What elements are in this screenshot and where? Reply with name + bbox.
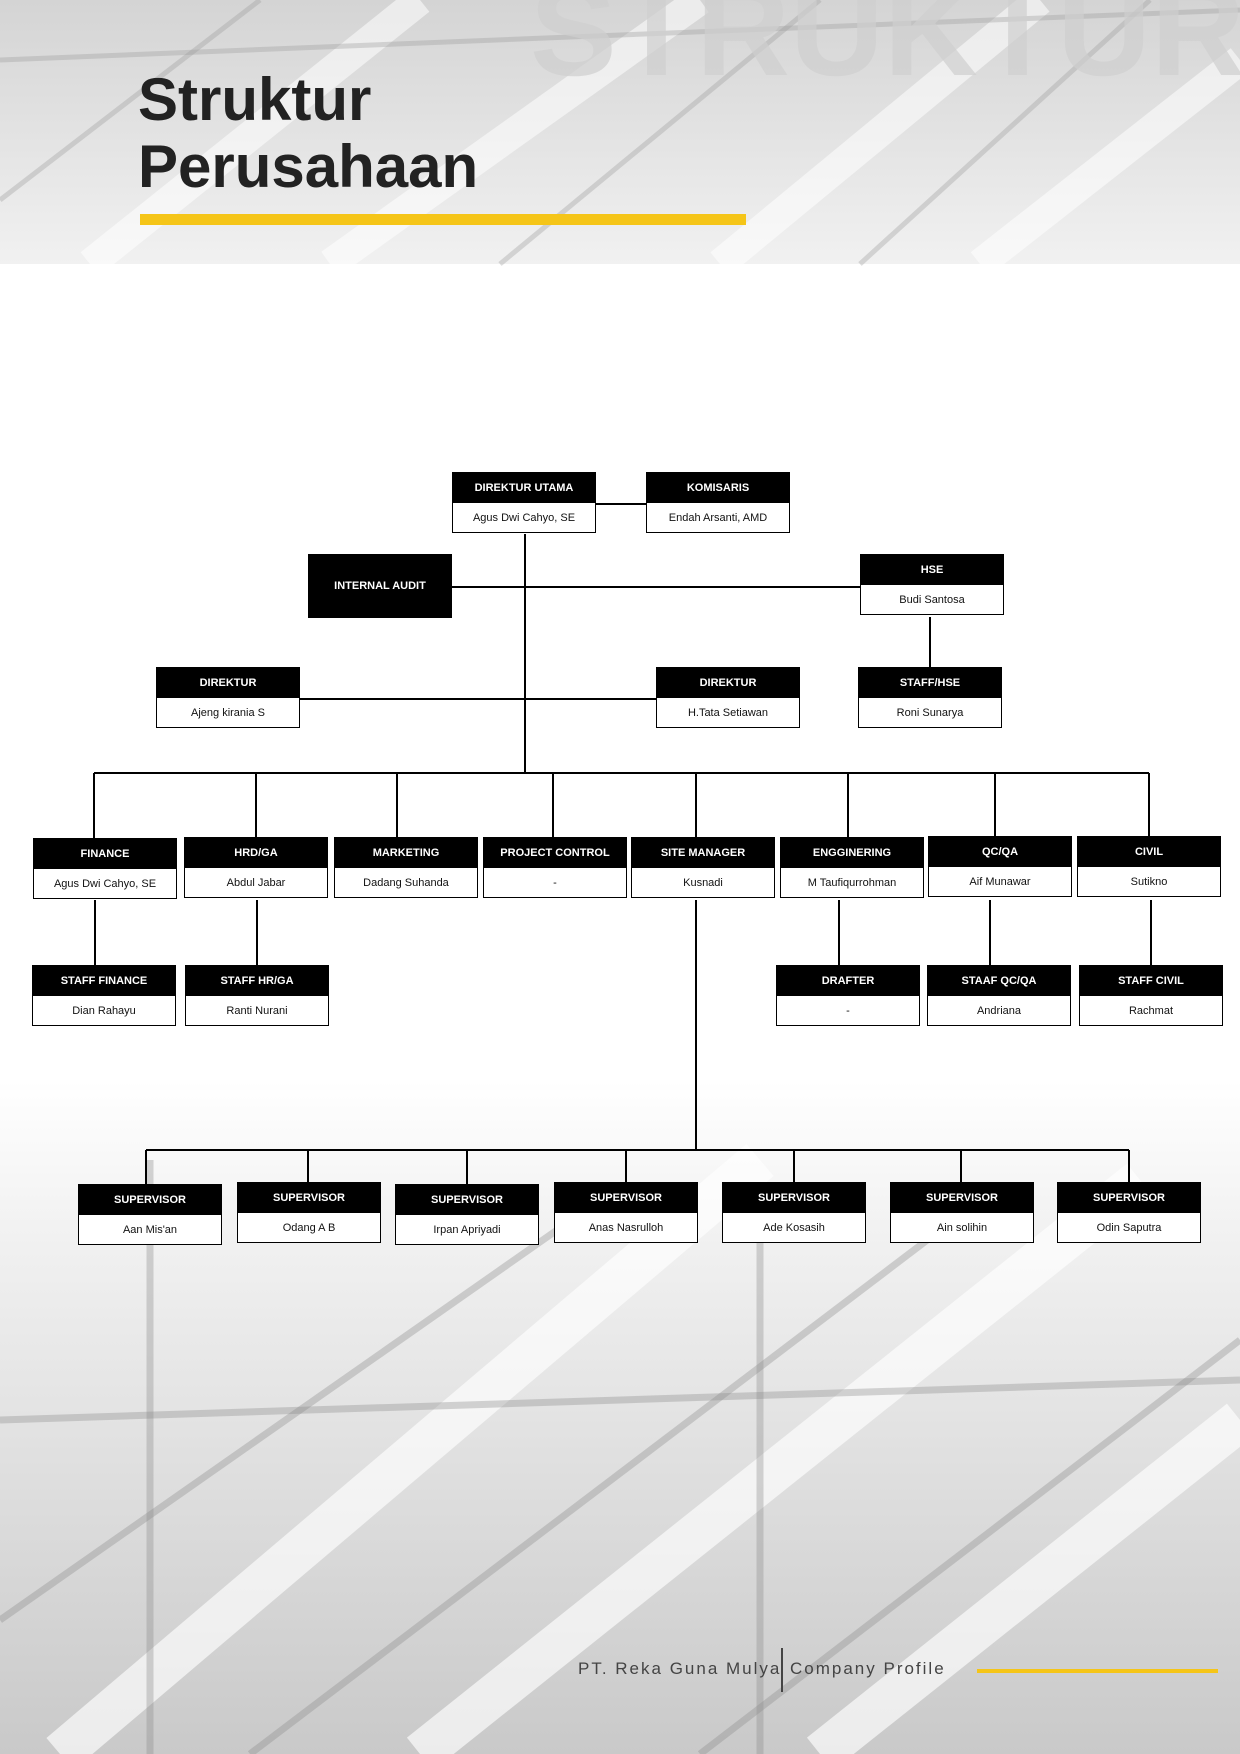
person-name: Ajeng kirania S — [156, 698, 300, 728]
org-box-supervisor-4: SUPERVISOR Anas Nasrulloh — [554, 1182, 698, 1243]
page-title-line-2: Perusahaan — [138, 133, 479, 200]
role-label: SITE MANAGER — [631, 837, 775, 868]
role-label: DRAFTER — [776, 965, 920, 996]
role-label: DIREKTUR — [156, 667, 300, 698]
role-label: HRD/GA — [184, 837, 328, 868]
org-box-staff-finance: STAFF FINANCE Dian Rahayu — [32, 965, 176, 1026]
org-box-qc-qa: QC/QA Aif Munawar — [928, 836, 1072, 897]
person-name: Odin Saputra — [1057, 1213, 1201, 1243]
org-box-hse: HSE Budi Santosa — [860, 554, 1004, 615]
role-label: SUPERVISOR — [1057, 1182, 1201, 1213]
person-name: Ade Kosasih — [722, 1213, 866, 1243]
role-label: STAAF QC/QA — [927, 965, 1071, 996]
role-label: DIREKTUR UTAMA — [452, 472, 596, 503]
role-label: CIVIL — [1077, 836, 1221, 867]
org-box-staaf-qc-qa: STAAF QC/QA Andriana — [927, 965, 1071, 1026]
person-name: Endah Arsanti, AMD — [646, 503, 790, 533]
person-name: M Taufiqurrohman — [780, 868, 924, 898]
person-name: H.Tata Setiawan — [656, 698, 800, 728]
role-label: SUPERVISOR — [554, 1182, 698, 1213]
org-box-komisaris: KOMISARIS Endah Arsanti, AMD — [646, 472, 790, 533]
person-name: Ain solihin — [890, 1213, 1034, 1243]
org-box-finance: FINANCE Agus Dwi Cahyo, SE — [33, 838, 177, 899]
person-name: Budi Santosa — [860, 585, 1004, 615]
role-label: ENGGINERING — [780, 837, 924, 868]
org-box-direktur-utama: DIREKTUR UTAMA Agus Dwi Cahyo, SE — [452, 472, 596, 533]
role-label: PROJECT CONTROL — [483, 837, 627, 868]
watermark-text: STRUKTUR — [530, 0, 1240, 103]
org-box-enggineering: ENGGINERING M Taufiqurrohman — [780, 837, 924, 898]
person-name: Odang A B — [237, 1213, 381, 1243]
org-box-civil: CIVIL Sutikno — [1077, 836, 1221, 897]
role-label: KOMISARIS — [646, 472, 790, 503]
person-name: Abdul Jabar — [184, 868, 328, 898]
footer-divider — [781, 1648, 783, 1692]
org-box-direktur-2: DIREKTUR H.Tata Setiawan — [656, 667, 800, 728]
person-name: Kusnadi — [631, 868, 775, 898]
person-name: Sutikno — [1077, 867, 1221, 897]
role-label: STAFF/HSE — [858, 667, 1002, 698]
org-box-supervisor-5: SUPERVISOR Ade Kosasih — [722, 1182, 866, 1243]
org-box-supervisor-1: SUPERVISOR Aan Mis'an — [78, 1184, 222, 1245]
role-label: INTERNAL AUDIT — [308, 554, 452, 618]
role-label: HSE — [860, 554, 1004, 585]
person-name: Dadang Suhanda — [334, 868, 478, 898]
footer-accent-line — [977, 1669, 1218, 1673]
org-box-site-manager: SITE MANAGER Kusnadi — [631, 837, 775, 898]
person-name: Agus Dwi Cahyo, SE — [452, 503, 596, 533]
person-name: Agus Dwi Cahyo, SE — [33, 869, 177, 899]
role-label: SUPERVISOR — [722, 1182, 866, 1213]
role-label: SUPERVISOR — [237, 1182, 381, 1213]
person-name: Rachmat — [1079, 996, 1223, 1026]
role-label: SUPERVISOR — [890, 1182, 1034, 1213]
person-name: Aif Munawar — [928, 867, 1072, 897]
role-label: STAFF HR/GA — [185, 965, 329, 996]
page-title-line-1: Struktur — [138, 66, 372, 133]
org-box-supervisor-3: SUPERVISOR Irpan Apriyadi — [395, 1184, 539, 1245]
person-name: Anas Nasrulloh — [554, 1213, 698, 1243]
org-box-internal-audit: INTERNAL AUDIT — [308, 554, 452, 618]
org-box-project-control: PROJECT CONTROL - — [483, 837, 627, 898]
person-name: - — [483, 868, 627, 898]
role-label: QC/QA — [928, 836, 1072, 867]
person-name: Andriana — [927, 996, 1071, 1026]
org-box-hrd-ga: HRD/GA Abdul Jabar — [184, 837, 328, 898]
footer-company-name: PT. Reka Guna Mulya — [578, 1659, 782, 1678]
role-label: DIREKTUR — [656, 667, 800, 698]
org-box-staff-hse: STAFF/HSE Roni Sunarya — [858, 667, 1002, 728]
org-box-direktur-1: DIREKTUR Ajeng kirania S — [156, 667, 300, 728]
person-name: Roni Sunarya — [858, 698, 1002, 728]
org-box-drafter: DRAFTER - — [776, 965, 920, 1026]
org-box-marketing: MARKETING Dadang Suhanda — [334, 837, 478, 898]
org-box-staff-civil: STAFF CIVIL Rachmat — [1079, 965, 1223, 1026]
org-box-supervisor-2: SUPERVISOR Odang A B — [237, 1182, 381, 1243]
person-name: Aan Mis'an — [78, 1215, 222, 1245]
org-box-supervisor-6: SUPERVISOR Ain solihin — [890, 1182, 1034, 1243]
footer-document-title: Company Profile — [790, 1659, 946, 1678]
role-label: SUPERVISOR — [78, 1184, 222, 1215]
person-name: - — [776, 996, 920, 1026]
person-name: Ranti Nurani — [185, 996, 329, 1026]
org-box-staff-hr-ga: STAFF HR/GA Ranti Nurani — [185, 965, 329, 1026]
person-name: Irpan Apriyadi — [395, 1215, 539, 1245]
org-box-supervisor-7: SUPERVISOR Odin Saputra — [1057, 1182, 1201, 1243]
role-label: STAFF CIVIL — [1079, 965, 1223, 996]
role-label: MARKETING — [334, 837, 478, 868]
role-label: STAFF FINANCE — [32, 965, 176, 996]
person-name: Dian Rahayu — [32, 996, 176, 1026]
role-label: SUPERVISOR — [395, 1184, 539, 1215]
role-label: FINANCE — [33, 838, 177, 869]
title-underline — [140, 214, 746, 225]
